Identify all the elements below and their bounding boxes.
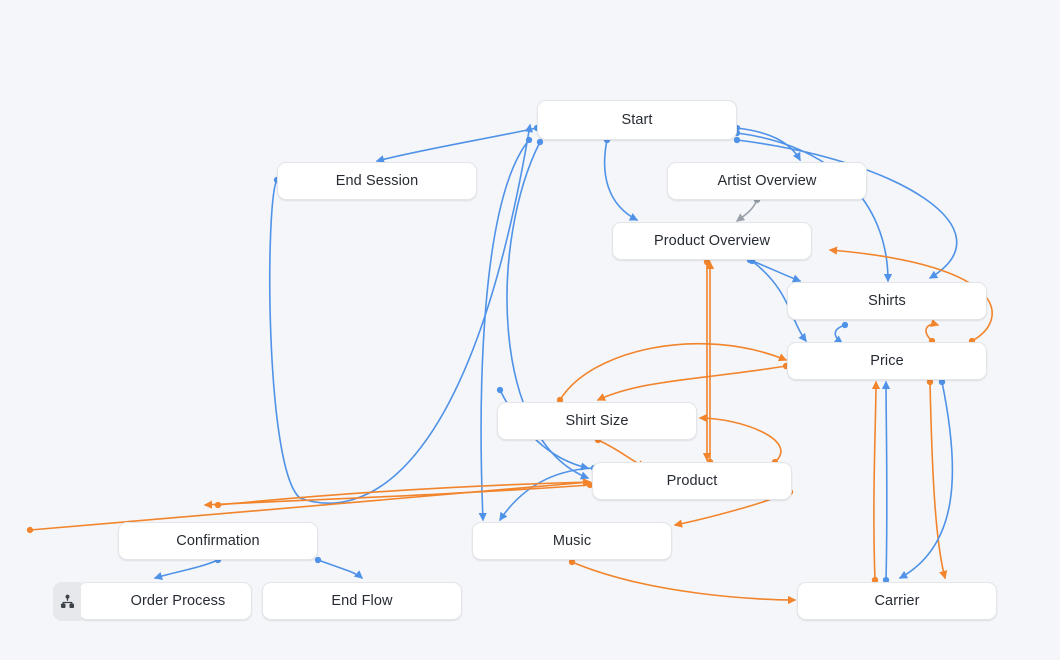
node-shirts[interactable]: Shirts (787, 282, 987, 320)
node-label: Carrier (874, 592, 920, 609)
node-end-flow[interactable]: End Flow (262, 582, 462, 620)
node-end-session[interactable]: End Session (277, 162, 477, 200)
node-order-process[interactable]: Order Process (53, 582, 252, 621)
node-carrier[interactable]: Carrier (797, 582, 997, 620)
node-label: End Flow (331, 592, 393, 609)
node-product[interactable]: Product (592, 462, 792, 500)
node-label: Price (870, 352, 904, 369)
node-label: End Session (335, 172, 419, 189)
node-label: Confirmation (176, 532, 260, 549)
node-artist-overview[interactable]: Artist Overview (667, 162, 867, 200)
node-label: Product (666, 472, 718, 489)
hierarchy-icon (53, 582, 81, 621)
node-label: Artist Overview (717, 172, 817, 189)
node-label: Order Process (130, 592, 226, 609)
node-product-overview[interactable]: Product Overview (612, 222, 812, 260)
node-label: Product Overview (653, 232, 771, 249)
node-confirmation[interactable]: Confirmation (118, 522, 318, 560)
node-label: Start (621, 111, 653, 128)
node-music[interactable]: Music (472, 522, 672, 560)
node-start[interactable]: Start (537, 100, 737, 140)
node-label: Shirt Size (565, 412, 629, 429)
node-label: Music (552, 532, 592, 549)
node-label: Shirts (868, 292, 906, 309)
node-price[interactable]: Price (787, 342, 987, 380)
node-shirt-size[interactable]: Shirt Size (497, 402, 697, 440)
